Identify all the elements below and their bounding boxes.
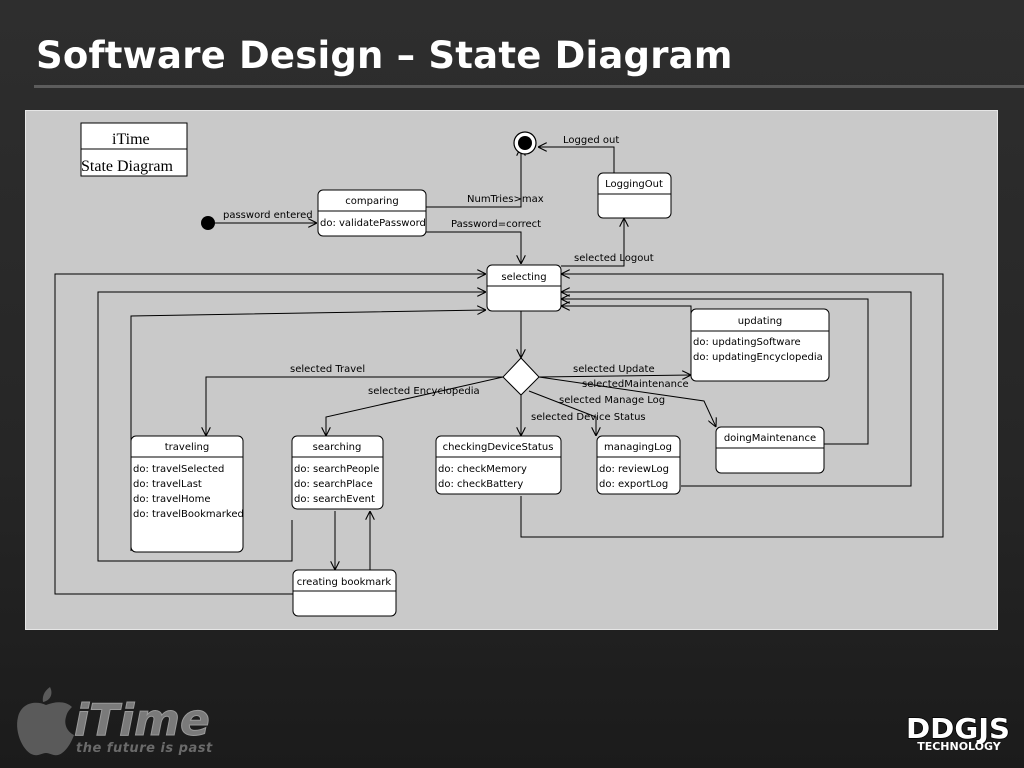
product-name: iTime [74, 695, 210, 746]
state-name: selecting [501, 272, 546, 283]
label-password-correct: Password=correct [451, 219, 541, 230]
label-password-entered: password entered [223, 210, 313, 221]
itime-logo: iTime [17, 687, 210, 756]
company-logo: DDGJS [905, 712, 1011, 746]
state-selecting: selecting [486, 264, 562, 312]
state-activity: do: updatingSoftware [693, 337, 801, 348]
final-state [513, 131, 537, 155]
transition-lines [54, 147, 944, 595]
choice-node [502, 357, 540, 396]
label-selected-device-status: selected Device Status [531, 412, 646, 423]
label-selected-maintenance: selectedMaintenance [582, 379, 689, 390]
state-activity: do: searchPlace [294, 479, 373, 490]
state-name: managingLog [604, 442, 672, 453]
state-activity: do: validatePassword [320, 218, 426, 229]
state-activity: do: travelBookmarked [133, 509, 244, 520]
state-doing-maintenance: doingMaintenance [715, 426, 825, 474]
state-searching: searching do: searchPeople do: searchPla… [291, 435, 384, 510]
title-box-line-2: State Diagram [81, 158, 174, 175]
state-activity: do: reviewLog [599, 464, 669, 475]
state-name: creating bookmark [297, 577, 392, 588]
diagram-title-box: iTime State Diagram [80, 122, 188, 177]
state-activity: do: searchEvent [294, 494, 375, 505]
state-activity: do: checkBattery [438, 479, 523, 490]
state-checking-device-status: checkingDeviceStatus do: checkMemory do:… [435, 435, 562, 495]
state-updating: updating do: updatingSoftware do: updati… [690, 308, 830, 382]
state-name: updating [738, 316, 783, 327]
company-mark: DDGJS [906, 712, 1010, 745]
state-activity: do: updatingEncyclopedia [693, 352, 823, 363]
state-traveling: traveling do: travelSelected do: travelL… [130, 435, 244, 553]
transition-labels: password entered NumTries>max Password=c… [223, 135, 689, 423]
state-creating-bookmark: creating bookmark [292, 569, 397, 617]
state-activity: do: checkMemory [438, 464, 527, 475]
label-selected-manage-log: selected Manage Log [559, 395, 665, 406]
label-selected-travel: selected Travel [290, 364, 365, 375]
label-selected-encyclopedia: selected Encyclopedia [368, 386, 480, 397]
title-box-line-1: iTime [112, 131, 150, 148]
apple-icon [17, 687, 74, 756]
state-name: checkingDeviceStatus [443, 442, 554, 453]
label-logged-out: Logged out [563, 135, 619, 146]
state-name: comparing [345, 196, 398, 207]
state-name: searching [313, 442, 362, 453]
initial-state [201, 216, 215, 230]
state-logging-out: LoggingOut [597, 172, 672, 219]
label-selected-logout: selected Logout [574, 253, 654, 264]
company-subtitle: TECHNOLOGY [917, 740, 1001, 753]
state-name: doingMaintenance [724, 433, 816, 444]
state-activity: do: searchPeople [294, 464, 379, 475]
state-name: LoggingOut [605, 179, 663, 190]
state-comparing: comparing do: validatePassword [317, 189, 427, 237]
state-activity: do: exportLog [599, 479, 668, 490]
state-activity: do: travelSelected [133, 464, 224, 475]
label-num-tries-max: NumTries>max [467, 194, 544, 205]
slide-title: Software Design – State Diagram [36, 34, 733, 77]
label-selected-update: selected Update [573, 364, 655, 375]
state-name: traveling [165, 442, 209, 453]
state-diagram: iTime State Diagram [25, 110, 998, 630]
state-managing-log: managingLog do: reviewLog do: exportLog [596, 435, 681, 495]
state-activity: do: travelHome [133, 494, 211, 505]
product-tagline: the future is past [76, 741, 213, 756]
title-divider [34, 85, 1024, 88]
state-activity: do: travelLast [133, 479, 202, 490]
